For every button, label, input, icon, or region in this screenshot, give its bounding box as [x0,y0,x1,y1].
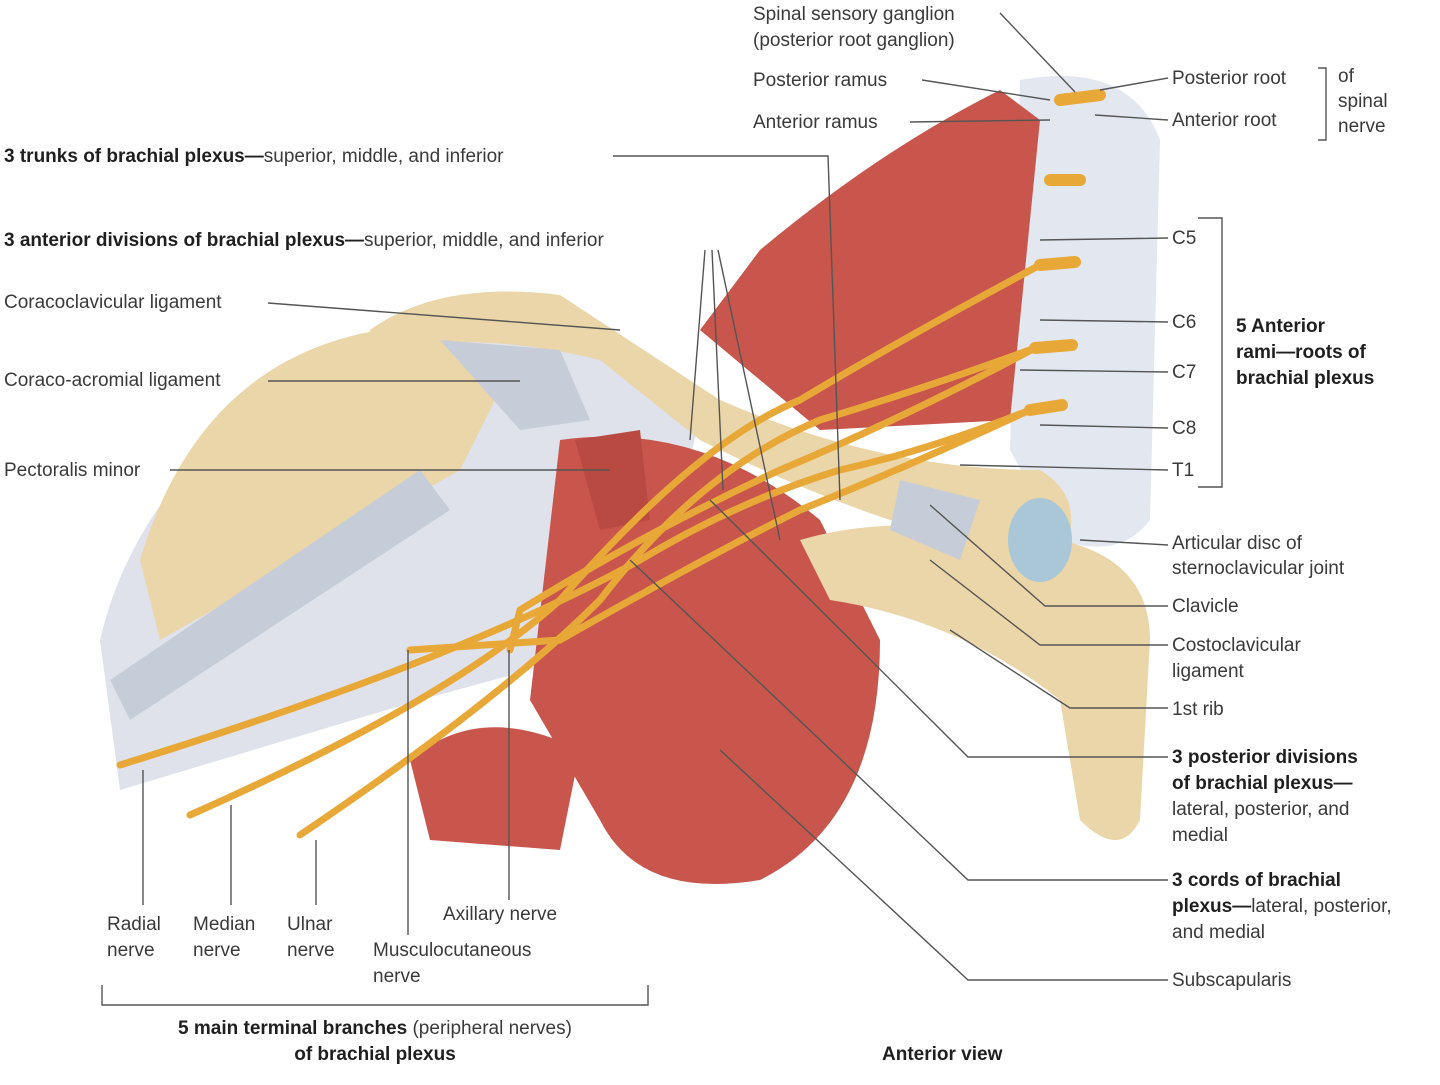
neck-muscles [700,90,1040,430]
label-pectoralis: Pectoralis minor [4,460,141,481]
leader-ganglion [999,12,1076,93]
label-costo-2: ligament [1172,661,1244,682]
leader-trunks [613,155,841,501]
leader-anterior-root [1094,114,1169,121]
label-musculo-2: nerve [373,966,421,987]
label-post-div-3: lateral, posterior, and [1172,799,1350,820]
pectoralis-minor-muscle [575,430,650,530]
leader-anterior-ramus [909,119,1051,123]
label-disc-2: sternoclavicular joint [1172,558,1345,579]
label-costo-1: Costoclavicular [1172,635,1301,656]
leader-cords [629,559,1168,881]
leader-c7 [1019,369,1169,373]
label-anterior-view: Anterior view [882,1044,1003,1065]
rami-bracket [1198,217,1223,488]
label-subscapularis: Subscapularis [1172,970,1292,991]
label-of-spinal-2: spinal [1338,91,1388,112]
label-terminal-1: 5 main terminal branches (peripheral ner… [100,1016,650,1041]
label-rami-3: brachial plexus [1236,368,1375,389]
label-anterior-ramus: Anterior ramus [753,112,878,133]
terminal-bracket [101,985,649,1006]
leader-posterior-root [1099,77,1169,91]
vertebral-column [1010,76,1160,547]
label-trunks-rest: superior, middle, and inferior [263,146,504,167]
label-cords-1: 3 cords of brachial [1172,870,1341,891]
label-post-div-4: medial [1172,825,1228,846]
label-coracoclavicular: Coracoclavicular ligament [4,292,222,313]
label-first-rib: 1st rib [1172,699,1224,720]
label-cords-3: and medial [1172,922,1265,943]
label-post-div-1: 3 posterior divisions [1172,747,1358,768]
label-disc-1: Articular disc of [1172,533,1302,554]
subscapularis-muscle [530,436,880,884]
label-of-spinal-1: of [1338,66,1354,87]
label-ant-div-bold: 3 anterior divisions of brachial plexus— [4,230,365,251]
articular-disc [1008,498,1072,582]
label-c7: C7 [1172,362,1197,383]
label-axillary: Axillary nerve [443,904,558,925]
leader-posterior-ramus [921,79,1051,101]
label-ulnar-1: Ulnar [287,914,333,935]
label-posterior-ramus: Posterior ramus [753,70,888,91]
leader-post-div [709,499,1168,758]
label-anterior-root: Anterior root [1172,110,1277,131]
label-c5: C5 [1172,228,1197,249]
label-cords-2-rest: lateral, posterior, [1251,896,1392,917]
leader-c5 [1039,237,1169,241]
label-median-2: nerve [193,940,241,961]
leader-coracoclavicular [267,302,621,331]
leader-subscapularis [719,749,1168,981]
label-ant-div-rest: superior, middle, and inferior [364,230,604,251]
leader-c8 [1039,424,1169,429]
coracoacromial-ligament-band [440,340,590,430]
plexus-nerves [116,261,1044,839]
label-ulnar-2: nerve [287,940,335,961]
leader-c6 [1039,319,1169,323]
humerus-head [140,330,500,640]
first-rib-bone [800,525,1150,840]
label-median-1: Median [193,914,256,935]
leader-clavicle [929,504,1168,607]
label-terminal-2: of brachial plexus [294,1044,456,1065]
label-anterior-divisions: 3 anterior divisions of brachial plexus—… [4,228,604,253]
label-post-div-2: of brachial plexus— [1172,773,1353,794]
label-rami-1: 5 Anterior [1236,316,1326,337]
arm-muscle-stump [410,727,580,850]
label-ganglion-line1: Spinal sensory ganglion [753,4,955,25]
spinal-roots [1024,89,1106,416]
leader-t1 [959,464,1169,471]
label-trunks: 3 trunks of brachial plexus—superior, mi… [4,144,504,169]
leader-costo [929,559,1168,646]
spinal-bracket [1318,67,1327,141]
label-trunks-bold: 3 trunks of brachial plexus— [4,146,264,167]
label-clavicle: Clavicle [1172,596,1239,617]
label-coracoacromial: Coraco-acromial ligament [4,370,221,391]
label-radial-2: nerve [107,940,155,961]
label-t1: T1 [1172,460,1195,481]
costoclavicular-ligament-band [890,480,980,560]
label-rami-2: rami—roots of [1236,342,1366,363]
label-musculo-1: Musculocutaneous [373,940,532,961]
label-terminal-rest: (peripheral nerves) [407,1018,572,1039]
leader-first-rib [949,629,1168,709]
humerus-shaft [110,470,450,720]
leader-ant-div [689,249,781,541]
leader-disc [1079,539,1169,546]
label-terminal-bold: 5 main terminal branches [178,1018,408,1039]
label-c8: C8 [1172,418,1197,439]
label-c6: C6 [1172,312,1197,333]
label-posterior-root: Posterior root [1172,68,1287,89]
label-cords-2-bold: plexus— [1172,896,1252,917]
label-radial-1: Radial [107,914,161,935]
label-ganglion-line2: (posterior root ganglion) [753,30,955,51]
label-cords-2: plexus—lateral, posterior, [1172,894,1392,919]
label-of-spinal-3: nerve [1338,116,1386,137]
